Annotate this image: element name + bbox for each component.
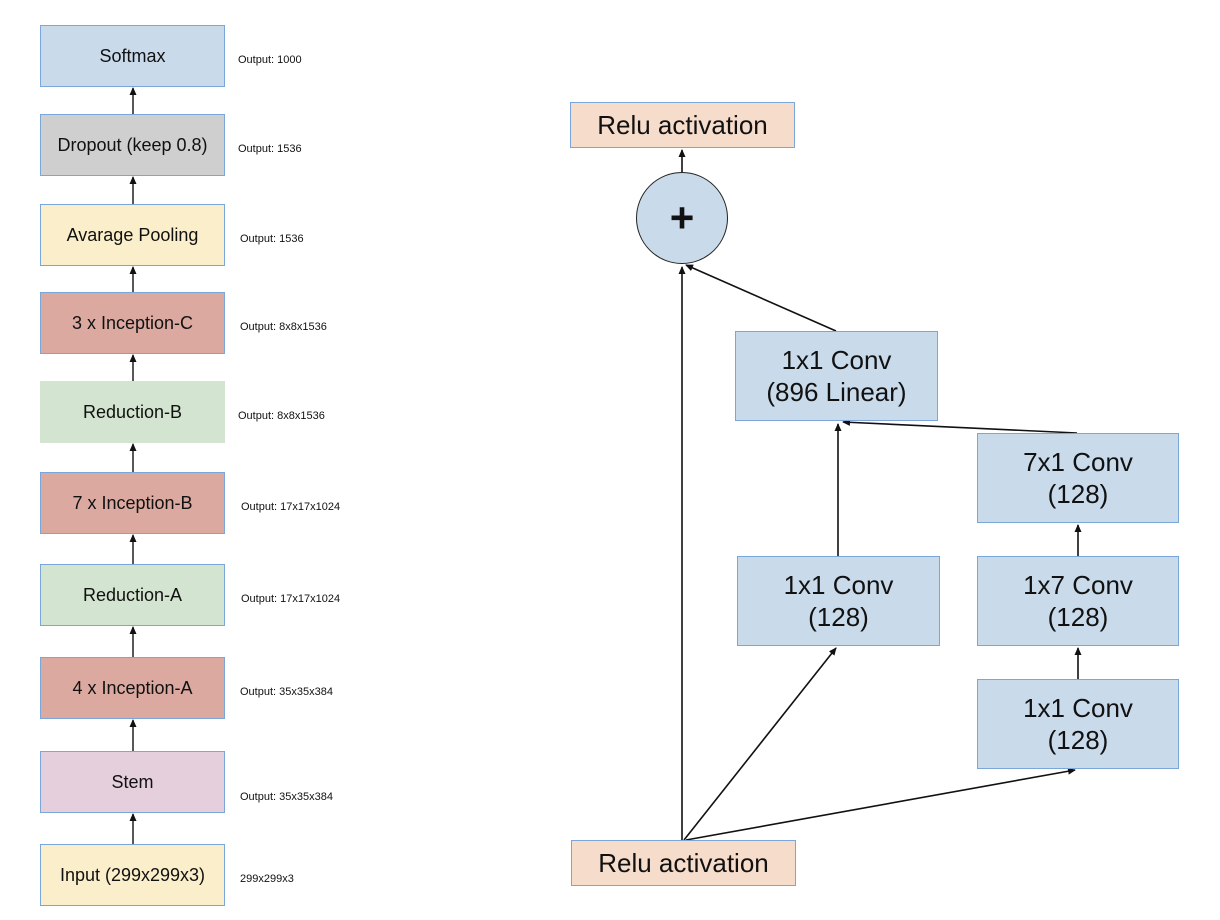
conv-1x7-line1: 1x7 Conv: [1023, 569, 1133, 600]
sum-node: +: [636, 172, 728, 264]
output-shape-label: Output: 1536: [240, 233, 304, 245]
plus-icon: +: [669, 194, 695, 241]
conv-1x1-right-line2: (128): [1047, 725, 1109, 755]
conv-1x7-line2: (128): [1047, 602, 1109, 632]
conv-1x1-896-linear: 1x1 Conv (896 Linear): [735, 331, 938, 421]
output-shape-label: Output: 1536: [238, 143, 302, 155]
conv-896-line1: 1x1 Conv: [781, 344, 892, 375]
output-shape-label: Output: 8x8x1536: [240, 321, 327, 333]
arrow-relu-to-conv1x1: [683, 647, 837, 841]
stack-block: Stem: [40, 751, 225, 813]
conv-1x1-left: 1x1 Conv (128): [737, 556, 940, 646]
conv-1x1-left-line1: 1x1 Conv: [783, 569, 894, 600]
stack-block: Dropout (keep 0.8): [40, 114, 225, 176]
output-shape-label: Output: 35x35x384: [240, 686, 333, 698]
output-shape-label: Output: 17x17x1024: [241, 501, 341, 513]
output-shape-label: Output: 1000: [238, 54, 302, 66]
block-arrows: [678, 149, 1082, 841]
conv-1x7: 1x7 Conv (128): [977, 556, 1179, 646]
arrow-conv896-to-sum: [685, 264, 837, 332]
arrow-conv7x1-to-conv896: [842, 418, 1078, 434]
arrow-relu-to-conv1x1-right: [685, 767, 1076, 841]
stack-block: Input (299x299x3): [40, 844, 225, 906]
conv-1x1-left-line2: (128): [808, 602, 869, 632]
output-shape-label: Output: 35x35x384: [240, 791, 333, 803]
stack-block: Softmax: [40, 25, 225, 87]
conv-1x1-right: 1x1 Conv (128): [977, 679, 1179, 769]
stack-block: Avarage Pooling: [40, 204, 225, 266]
top-relu-activation: Relu activation: [570, 102, 795, 148]
stack-block: 4 x Inception-A: [40, 657, 225, 719]
stack-block: 7 x Inception-B: [40, 472, 225, 534]
conv-896-line2: (896 Linear): [766, 377, 907, 407]
stack-block: Reduction-B: [40, 381, 225, 443]
bottom-relu-activation: Relu activation: [571, 840, 796, 886]
output-shape-label: 299x299x3: [240, 873, 294, 885]
stack-block: Reduction-A: [40, 564, 225, 626]
conv-7x1-line1: 7x1 Conv: [1023, 446, 1133, 477]
stack-block: 3 x Inception-C: [40, 292, 225, 354]
conv-1x1-right-line1: 1x1 Conv: [1023, 692, 1133, 723]
output-shape-label: Output: 17x17x1024: [241, 593, 341, 605]
conv-7x1-line2: (128): [1047, 479, 1109, 509]
output-shape-label: Output: 8x8x1536: [238, 410, 325, 422]
conv-7x1: 7x1 Conv (128): [977, 433, 1179, 523]
